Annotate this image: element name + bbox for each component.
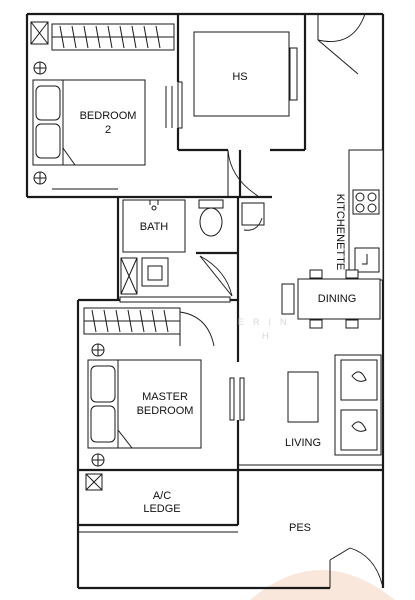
master-bedroom-furniture [83, 296, 245, 467]
interior-walls [78, 14, 383, 527]
room-label-living: LIVING [285, 437, 321, 449]
room-label-pes: PES [289, 522, 311, 534]
watermark-text-2: H [262, 331, 278, 341]
room-label-master-line2: BEDROOM [137, 405, 194, 417]
room-label-bath: BATH [140, 221, 169, 233]
room-label-bedroom2-line1: BEDROOM [80, 110, 137, 122]
watermark-logo [250, 570, 395, 600]
ac-ledge [78, 473, 238, 533]
room-label-master-line1: MASTER [142, 391, 188, 403]
living-furniture [238, 354, 383, 466]
hs-room [177, 31, 298, 197]
pes-door [329, 547, 384, 589]
room-label-hs: HS [232, 71, 247, 83]
room-label-dining: DINING [318, 293, 357, 305]
room-label-ac-line2: LEDGE [143, 503, 180, 515]
dining-set [281, 269, 381, 329]
bedroom-2-furniture [30, 21, 175, 190]
kitchenette [348, 149, 384, 281]
watermark-text-1: ERIN [238, 317, 296, 327]
entrance-door [317, 13, 366, 75]
bath-fixtures [120, 199, 265, 297]
room-label-kitchenette: KITCHENETTE [334, 194, 346, 270]
room-label-bedroom2-line2: 2 [105, 124, 111, 136]
room-label-ac-line1: A/C [153, 490, 171, 502]
